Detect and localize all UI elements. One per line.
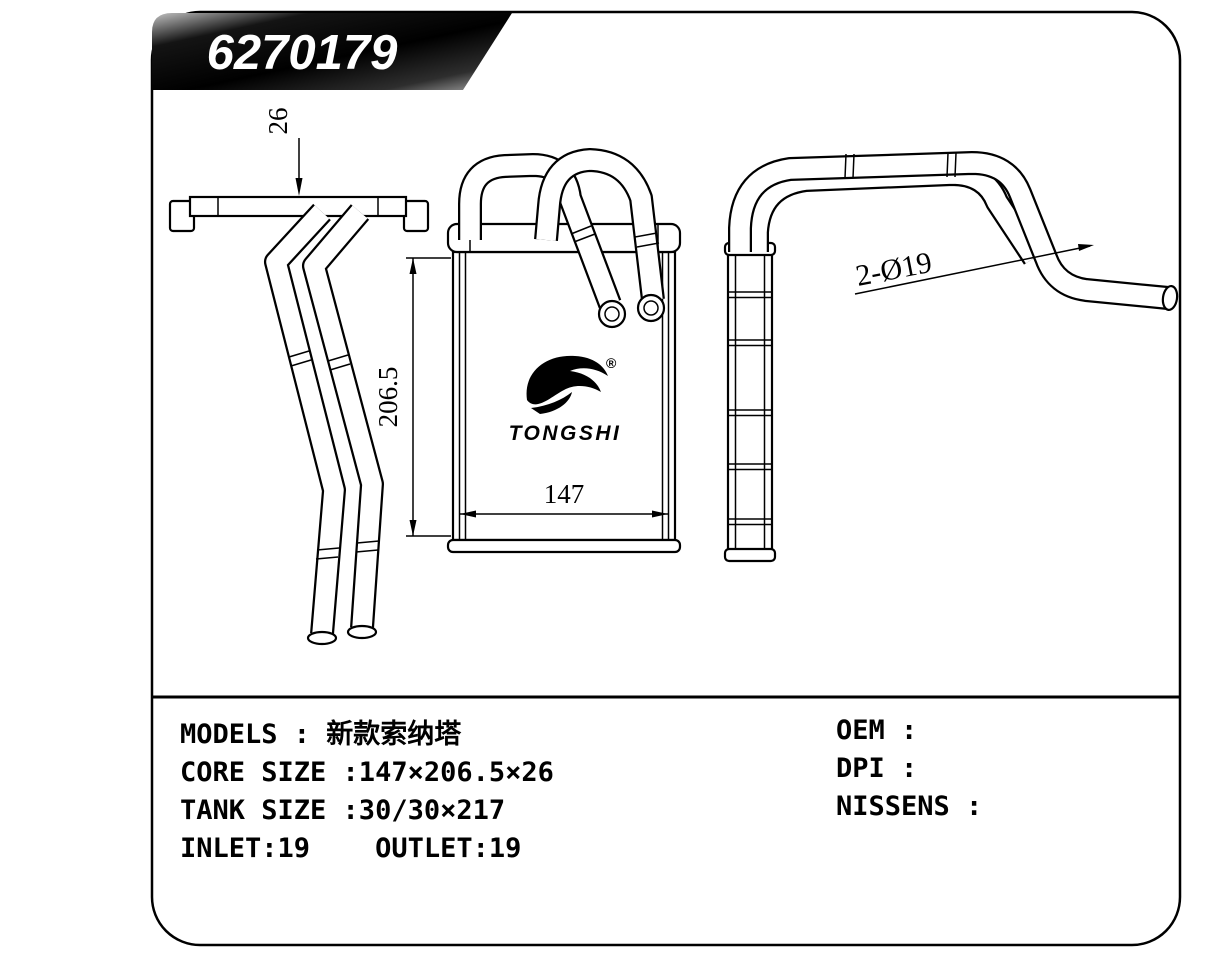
spec-core-size: CORE SIZE :147×206.5×26 [180,757,554,788]
pipe-opening [597,299,627,329]
pipe-opening [636,293,666,323]
spec-block-left: MODELS : 新款索纳塔 CORE SIZE :147×206.5×26 T… [180,716,554,868]
pipe-end-cap [346,624,378,640]
tongshi-logo-emblem [526,355,608,405]
dim-206-5-text: 206.5 [373,367,403,428]
dimension-147: 147 [460,479,668,518]
arrowhead-left-icon [460,510,476,518]
left-side-view: 26 [168,108,430,646]
part-number-text: 6270179 [207,26,399,80]
part-number-banner-bg [152,13,512,90]
pipe-end-cap [306,630,338,646]
tongshi-logo-text: TONGSHI [509,422,622,445]
tongshi-logo: ® TONGSHI [509,355,622,445]
front-view-core: ® TONGSHI 206.5 147 [373,148,682,554]
spec-nissens: NISSENS : [836,791,983,822]
spec-dpi: DPI : [836,753,918,784]
spec-oem: OEM : [836,715,918,746]
top-tank [446,222,682,254]
inlet-outlet-pipes-front [458,148,666,329]
arrowhead-right-icon [652,510,668,518]
tongshi-logo-underline [531,392,572,414]
spec-block-right: OEM : DPI : NISSENS : [836,712,982,826]
core-bottom-plate [446,538,682,554]
pipe-end-cap [1161,284,1179,312]
dimension-206-5: 206.5 [373,257,451,537]
inlet-outlet-pipes-right [728,151,1179,312]
dim-147-text: 147 [544,479,585,509]
dim-26-text: 26 [263,108,293,135]
part-number-banner: 6270179 [152,13,512,90]
registered-mark: ® [606,355,617,371]
tank-column [723,241,777,563]
right-side-view: 2-Ø19 [723,151,1179,563]
dimension-26: 26 [263,108,303,196]
spec-tank-size: TANK SIZE :30/30×217 [180,795,506,826]
arrowhead-down-icon [295,178,303,196]
arrowhead-up-icon [409,258,417,274]
inlet-outlet-pipes-left [264,203,384,646]
arrowhead-down-icon [409,520,417,536]
spec-models: MODELS : 新款索纳塔 [180,719,462,750]
arrowhead-right-icon [1078,244,1094,251]
spec-inlet-outlet: INLET:19 OUTLET:19 [180,833,522,864]
